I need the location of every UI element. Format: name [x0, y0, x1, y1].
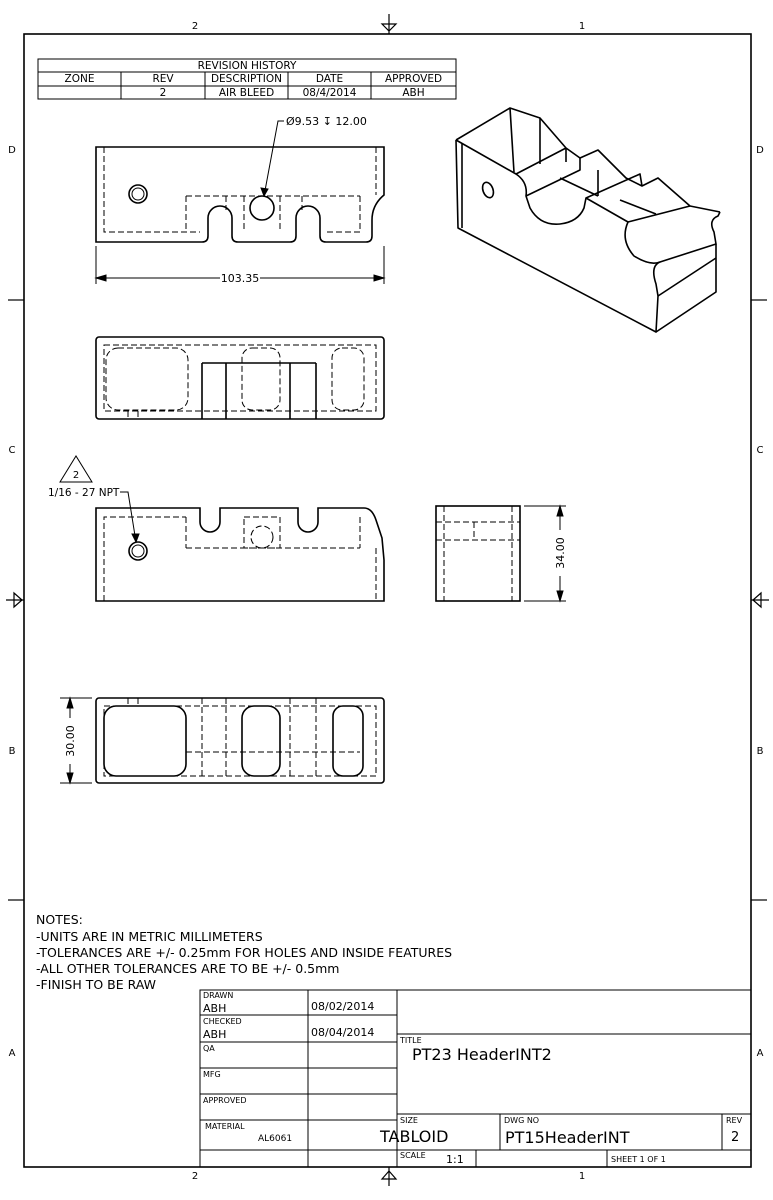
hole-callout: Ø9.53 ↧ 12.00 — [286, 115, 367, 128]
zone-left-A: A — [9, 1048, 16, 1059]
material-value: AL6061 — [258, 1134, 293, 1144]
zone-top-1: 1 — [579, 21, 585, 32]
zone-bottom-1: 1 — [579, 1171, 585, 1182]
zone-left-D: D — [8, 145, 16, 156]
zone-bottom-2: 2 — [192, 1171, 198, 1182]
approved-label: APPROVED — [203, 1096, 247, 1105]
revision-row-date: 08/4/2014 — [302, 87, 357, 99]
revision-table-grid — [37, 58, 457, 100]
qa-label: QA — [203, 1044, 215, 1053]
revision-table-title: REVISION HISTORY — [197, 60, 297, 72]
size-value: TABLOID — [380, 1127, 449, 1146]
centering-marks — [6, 14, 769, 1186]
width-dimension: 30.00 — [64, 725, 77, 757]
zone-ticks — [8, 299, 767, 901]
revision-row-description: AIR BLEED — [218, 87, 275, 99]
revision-row-approved: ABH — [402, 87, 425, 99]
mfg-label: MFG — [203, 1070, 221, 1079]
note-line: -TOLERANCES ARE +/- 0.25mm FOR HOLES AND… — [36, 945, 453, 960]
sheet-number: SHEET 1 OF 1 — [611, 1155, 666, 1164]
width-dimension-lines — [60, 696, 92, 785]
isometric-view — [455, 107, 721, 333]
note-line: -FINISH TO BE RAW — [36, 977, 157, 992]
revision-triangle-label: 2 — [73, 470, 79, 481]
note-line: -ALL OTHER TOLERANCES ARE TO BE +/- 0.5m… — [36, 961, 340, 976]
checked-label: CHECKED — [203, 1017, 242, 1026]
side-view-hidden — [436, 506, 520, 601]
revision-header-date: DATE — [315, 73, 344, 85]
top-view-hidden — [103, 344, 377, 419]
front-view-top — [95, 146, 385, 243]
drawing-title: PT23 HeaderINT2 — [412, 1045, 552, 1064]
zone-left-C: C — [9, 445, 16, 456]
notes-heading: NOTES: — [36, 912, 83, 927]
thread-leader — [120, 491, 140, 544]
revision-header-approved: APPROVED — [384, 73, 443, 85]
front-view-top-hidden — [103, 147, 377, 233]
zone-right-D: D — [756, 145, 764, 156]
scale-value: 1:1 — [446, 1153, 464, 1166]
zone-right-A: A — [757, 1048, 764, 1059]
thread-callout: 1/16 - 27 NPT — [48, 487, 120, 499]
title-block-grid — [199, 989, 752, 1168]
rev-label: REV — [726, 1116, 743, 1125]
hole-leader — [260, 120, 284, 198]
checked-date: 08/04/2014 — [311, 1026, 375, 1039]
dwg-no-value: PT15HeaderINT — [505, 1128, 630, 1147]
revision-header-zone: ZONE — [64, 73, 95, 85]
dwg-no-label: DWG NO — [504, 1116, 540, 1125]
title-label: TITLE — [400, 1036, 422, 1045]
size-label: SIZE — [400, 1116, 418, 1125]
material-label: MATERIAL — [205, 1122, 245, 1131]
zone-right-C: C — [757, 445, 764, 456]
rev-value: 2 — [731, 1130, 740, 1145]
note-line: -UNITS ARE IN METRIC MILLIMETERS — [36, 929, 263, 944]
length-dimension: 103.35 — [221, 272, 260, 285]
bottom-view-hidden — [103, 698, 377, 777]
drawn-label: DRAWN — [203, 991, 234, 1000]
top-view — [95, 336, 385, 420]
revision-header-rev: REV — [152, 73, 174, 85]
revision-row-rev: 2 — [159, 87, 167, 99]
scale-label: SCALE — [400, 1151, 426, 1160]
checked-by: ABH — [203, 1028, 227, 1041]
side-view — [435, 505, 521, 602]
bottom-view — [95, 697, 385, 784]
height-dimension-lines — [524, 504, 566, 603]
revision-header-description: DESCRIPTION — [210, 73, 283, 85]
height-dimension: 34.00 — [554, 537, 567, 569]
drawn-by: ABH — [203, 1002, 227, 1015]
zone-left-B: B — [9, 746, 16, 757]
length-dimension-lines — [94, 246, 386, 284]
drawn-date: 08/02/2014 — [311, 1000, 375, 1013]
zone-top-2: 2 — [192, 21, 198, 32]
revision-triangle — [59, 455, 93, 483]
front-view-mid-hidden — [103, 516, 377, 601]
front-view-mid — [95, 507, 385, 602]
zone-right-B: B — [757, 746, 764, 757]
